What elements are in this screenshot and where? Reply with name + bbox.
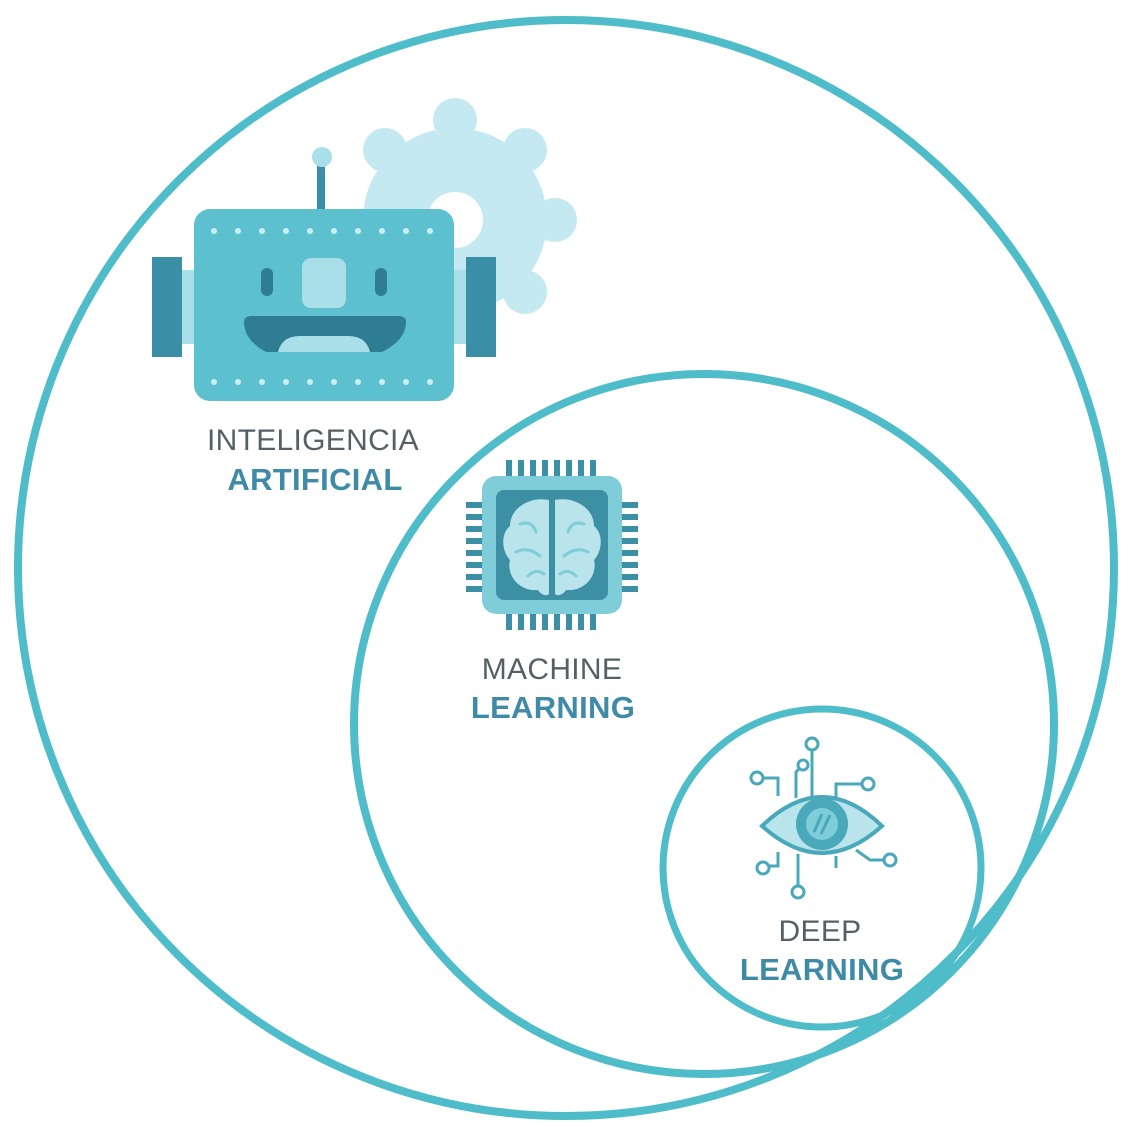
ml-circle bbox=[350, 370, 1058, 1078]
circuit-eye-icon bbox=[749, 736, 898, 900]
dl-label-line2: LEARNING bbox=[740, 952, 904, 987]
dl-circle bbox=[659, 705, 985, 1031]
ml-label-line1: MACHINE bbox=[482, 653, 622, 686]
dl-label-line1: DEEP bbox=[779, 915, 862, 948]
brain-chip-icon bbox=[466, 460, 638, 630]
ml-label-line2: LEARNING bbox=[471, 690, 635, 725]
ai-label-line2: ARTIFICIAL bbox=[227, 462, 402, 497]
ai-circle bbox=[14, 16, 1118, 1120]
ai-label-line1: INTELIGENCIA bbox=[207, 424, 419, 457]
robot-icon bbox=[152, 98, 577, 401]
